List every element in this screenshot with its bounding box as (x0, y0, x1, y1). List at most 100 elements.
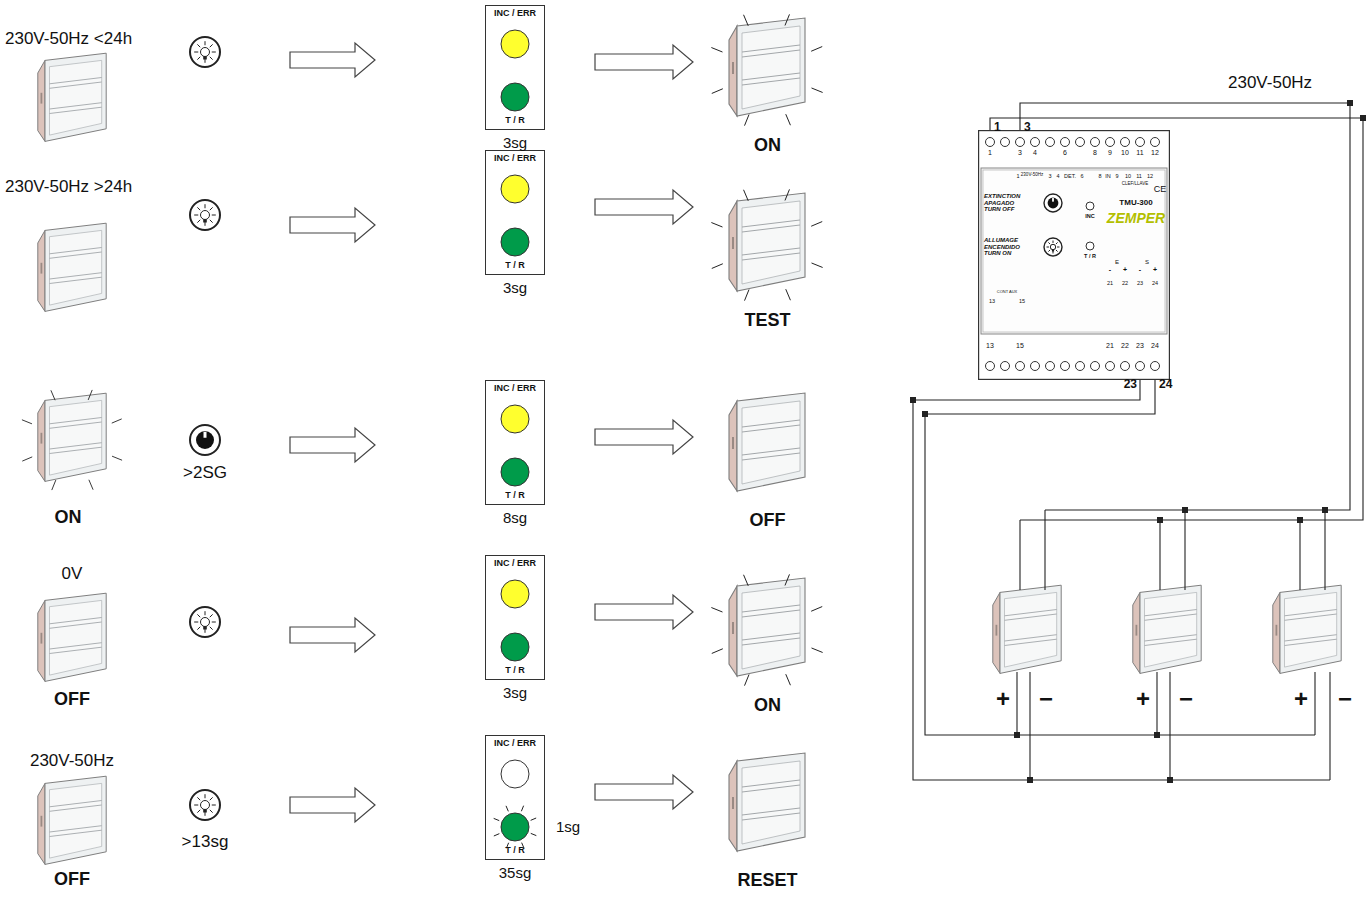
module-label: 22 (1122, 280, 1128, 286)
time-label: 1sg (556, 819, 580, 836)
module-label: IN (1105, 173, 1111, 179)
control-module: 1346891011121230V-50Hz34DET.68IN9101112C… (978, 130, 1170, 380)
caption-label: OFF (54, 690, 90, 710)
luminaire-figure (705, 385, 830, 507)
wire (1324, 510, 1325, 590)
state-arrow (595, 420, 693, 454)
module-label: 21 (1107, 280, 1113, 286)
module-label: 22 (1121, 342, 1129, 350)
module-label: 8 (1098, 173, 1101, 179)
state-arrow (595, 45, 693, 79)
polarity-label: + (1294, 686, 1308, 712)
junction-dot (1154, 732, 1160, 738)
wire (1029, 672, 1030, 780)
turn-off-button (1044, 194, 1062, 212)
hollow-arrow (290, 208, 375, 242)
luminaire-icon (711, 14, 822, 125)
turn-on-button (190, 37, 220, 67)
time-label: 8sg (503, 510, 527, 527)
module-label: 9 (1115, 173, 1118, 179)
indicator-lamps (486, 151, 546, 276)
wire (1299, 520, 1300, 590)
junction-dot (1347, 100, 1353, 106)
module-label: + (1123, 266, 1127, 274)
module-label: CONT AUX (997, 290, 1017, 294)
module-label: + (1153, 266, 1157, 274)
junction-dot (922, 411, 928, 417)
caption-label: ON (55, 508, 82, 528)
hollow-arrow (290, 618, 375, 652)
wire (1044, 510, 1045, 590)
module-label: DET. (1064, 173, 1076, 179)
luminaire-icon (711, 189, 822, 300)
terminal-label: 24 (1159, 378, 1172, 391)
state-label: TEST (744, 311, 790, 331)
time-label: 3sg (503, 135, 527, 152)
module-label: - (1139, 266, 1141, 274)
indicator-panel: INC / ERRT / R3sg (485, 150, 545, 275)
module-label: 23 (1136, 342, 1144, 350)
polarity-label: − (1039, 686, 1053, 712)
junction-dot (1360, 115, 1366, 121)
module-label: 6 (1080, 173, 1083, 179)
indicator-panel: INC / ERRT / R8sg (485, 380, 545, 505)
junction-dot (1027, 777, 1033, 783)
indicator-label: INC / ERR (494, 559, 536, 569)
junction-dot (1297, 517, 1303, 523)
state-arrow (595, 190, 693, 224)
module-label: 15 (1016, 342, 1024, 350)
luminaire-icon (38, 223, 106, 311)
indicator-panel: INC / ERRT / R3sg (485, 555, 545, 680)
luminaire-icon (38, 53, 106, 141)
indicator-panel: INC / ERR1sgT / R35sg (485, 735, 545, 860)
state-arrow (595, 595, 693, 629)
wire (1314, 672, 1315, 735)
module-label: 3 (1018, 149, 1022, 157)
luminaire-icon (729, 393, 805, 491)
module-label: EXTINCTION APAGADO TURN OFF (984, 193, 1028, 213)
indicator-label: INC / ERR (494, 739, 536, 749)
hollow-arrow (290, 428, 375, 462)
turn-on-button (190, 200, 220, 230)
luminaire-state: ON (705, 570, 830, 722)
indicator-panel: INC / ERRT / R3sg (485, 5, 545, 130)
indicator-label: T / R (505, 116, 525, 126)
wire (925, 371, 1315, 735)
time-label: 3sg (503, 280, 527, 297)
caption-label: >2SG (183, 464, 227, 483)
terminal-label: 3 (1024, 121, 1031, 134)
luminaire-state: RESET (705, 745, 830, 897)
caption-label: OFF (54, 870, 90, 890)
caption-label: 230V-50Hz (1228, 74, 1312, 93)
luminaire-figure (705, 745, 830, 867)
wire (1184, 510, 1185, 590)
module-label: 1 (1016, 173, 1019, 179)
indicator-label: T / R (505, 846, 525, 856)
luminaire-icon (993, 585, 1061, 673)
wire (1329, 672, 1330, 780)
module-label: 12 (1147, 173, 1153, 179)
polarity-label: + (1136, 686, 1150, 712)
turn-on-button (190, 607, 220, 637)
polarity-label: − (1338, 686, 1352, 712)
caption-label: 230V-50Hz >24h (5, 178, 132, 197)
state-arrow (595, 775, 693, 809)
wire (1169, 672, 1170, 780)
junction-dot (910, 397, 916, 403)
hollow-arrow (290, 43, 375, 77)
junction-dot (1182, 507, 1188, 513)
junction-dot (1167, 777, 1173, 783)
module-label: 11 (1136, 149, 1143, 157)
wire (1156, 672, 1157, 735)
module-label: 24 (1151, 342, 1159, 350)
module-label: 8 (1093, 149, 1097, 157)
indicator-lamps (486, 736, 546, 861)
module-label: CE (1154, 185, 1167, 195)
state-label: RESET (737, 871, 797, 891)
luminaire-icon (729, 753, 805, 851)
module-label: 6 (1063, 149, 1067, 157)
luminaire-icon (1273, 585, 1341, 673)
terminal-label: 23 (1124, 378, 1137, 391)
time-label: 3sg (503, 685, 527, 702)
